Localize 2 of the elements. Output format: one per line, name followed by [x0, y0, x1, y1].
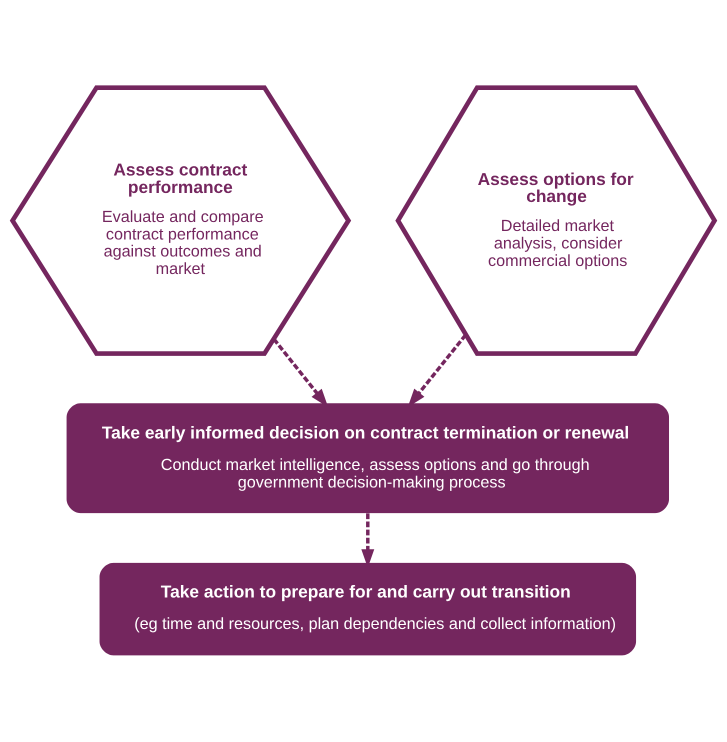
node-box: Take early informed decision on contract termination or renewal Conduct market intelligence, assess options and go through government decision-making process	[66, 402, 670, 513]
node-box: Take action to prepare for and carry out transition (eg time and resources, plan dependencies and collect information)	[100, 562, 636, 655]
